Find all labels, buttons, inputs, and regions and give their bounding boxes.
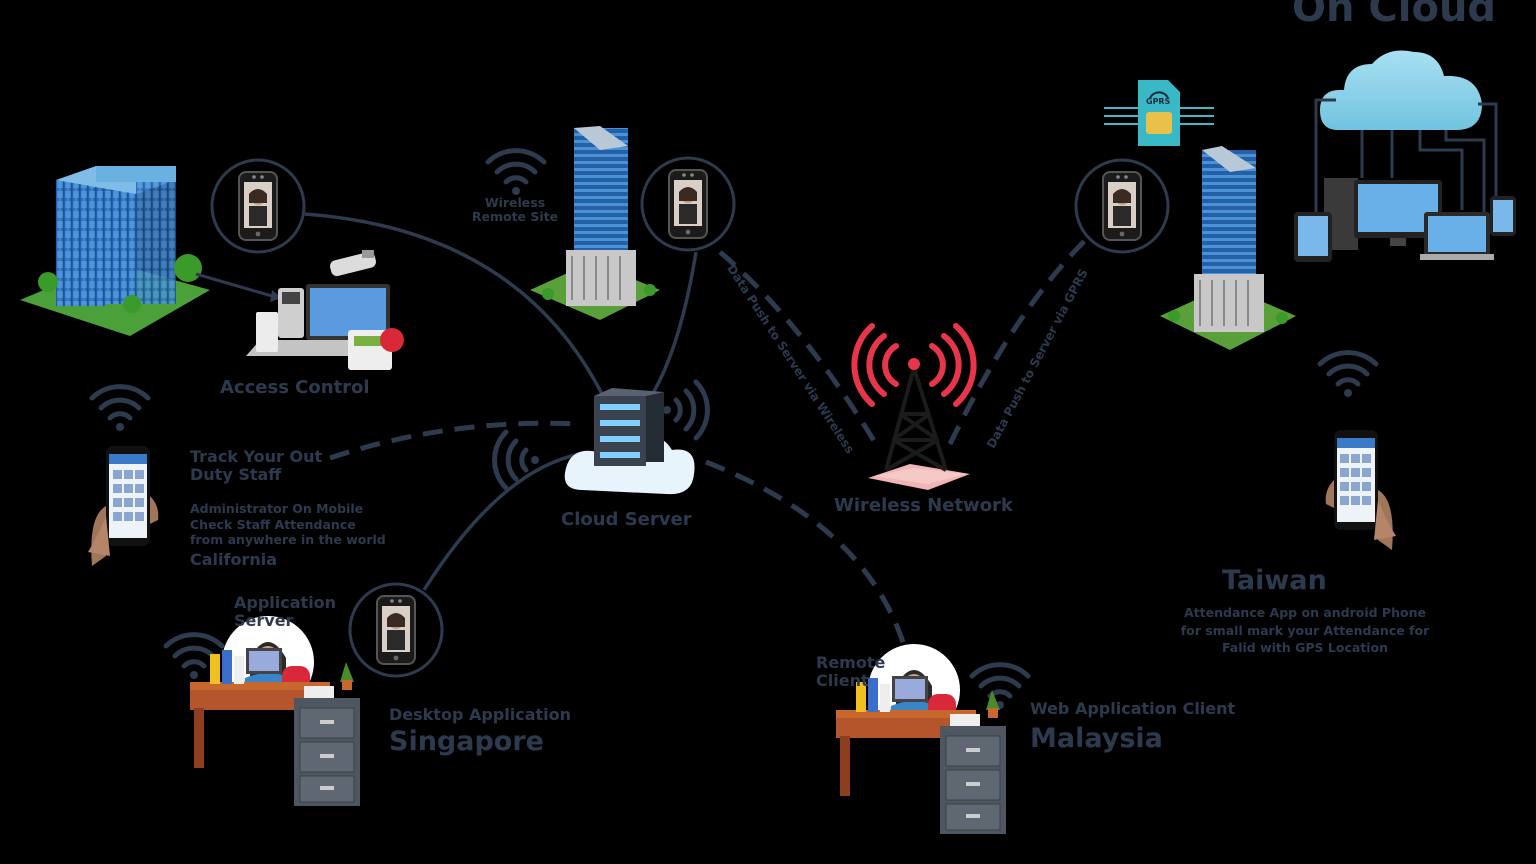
- wireless-remote-site-label: Wireless Remote Site: [471, 195, 559, 224]
- malaysia-label: Malaysia: [1030, 723, 1163, 754]
- wireless-network-label: Wireless Network: [834, 495, 1013, 516]
- radio-tower-icon: [851, 323, 977, 490]
- wifi-icon: [972, 665, 1028, 709]
- access-control-label: Access Control: [220, 377, 370, 398]
- office-building-icon: [20, 166, 210, 336]
- biometric-terminal-icon: [1074, 158, 1170, 254]
- taiwan-description: Attendance App on android Phone for smal…: [1180, 605, 1430, 655]
- link-wireless-push: [718, 250, 879, 446]
- track-staff-label: Track Your Out Duty Staff: [190, 447, 323, 484]
- link-track-staff: [329, 420, 581, 461]
- admin-mobile-label: Administrator On Mobile Check Staff Atte…: [190, 501, 386, 548]
- server-rack-icon: [564, 388, 695, 495]
- link-app-server: [422, 452, 581, 591]
- link-remote-site: [648, 251, 698, 399]
- wifi-icon: [488, 151, 544, 195]
- taiwan-label: Taiwan: [1222, 565, 1327, 596]
- biometric-terminal-icon: [640, 156, 736, 252]
- application-server-label: Application Server: [234, 593, 337, 630]
- biometric-terminal-icon: [210, 158, 306, 254]
- link-access-control: [304, 212, 606, 399]
- wifi-icon: [663, 382, 707, 438]
- skyscraper-icon: [1160, 146, 1296, 350]
- biometric-terminal-icon: [348, 582, 444, 678]
- cloud-icon: [1320, 50, 1482, 130]
- link-remote-client: [705, 459, 913, 669]
- sim-card-icon: [1104, 80, 1214, 146]
- on-cloud-title: On Cloud: [1292, 0, 1497, 31]
- office-desk-icon: [189, 615, 361, 807]
- link-gprs-push: [947, 228, 1098, 446]
- smartphone-icon: [88, 446, 159, 566]
- devices-cluster: [1294, 178, 1516, 262]
- wifi-icon: [495, 432, 539, 488]
- cloud-server-label: Cloud Server: [561, 509, 692, 530]
- california-label: California: [190, 550, 278, 569]
- security-camera-icon: [330, 250, 376, 277]
- remote-client-label: Remote Client: [816, 653, 886, 690]
- wifi-icon: [1320, 353, 1376, 397]
- access-control-devices: [246, 284, 404, 370]
- desktop-application-label: Desktop Application: [389, 705, 572, 724]
- skyscraper-icon: [530, 126, 660, 320]
- gprs-label: GPRS: [1146, 97, 1171, 106]
- wifi-icon: [92, 387, 148, 431]
- web-application-client-label: Web Application Client: [1030, 699, 1236, 718]
- singapore-label: Singapore: [389, 726, 544, 757]
- smartphone-icon: [1325, 430, 1396, 550]
